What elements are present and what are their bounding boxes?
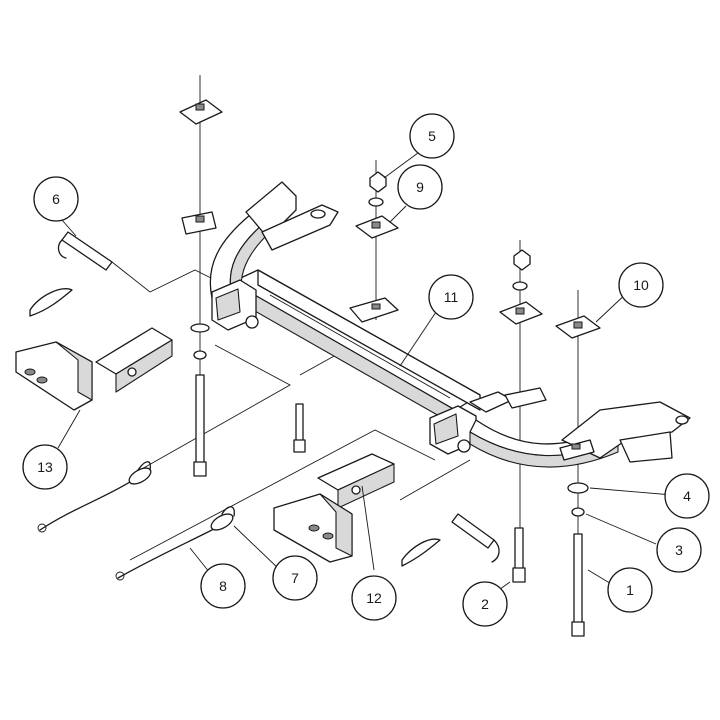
callout-label: 11: [444, 289, 459, 305]
callout-circle: [462, 581, 508, 627]
receiver-adapter-left: [15, 327, 173, 411]
main-frame: [181, 181, 691, 468]
callout-circle: [664, 473, 710, 519]
safety-cable-lower: [115, 506, 235, 581]
callout-9: 9: [397, 164, 443, 210]
callout-circle: [200, 563, 246, 609]
callout-1: 1: [607, 567, 653, 613]
callout-label: 7: [291, 570, 299, 586]
callout-label: 13: [37, 459, 53, 475]
hardware-center-stack: [293, 171, 399, 453]
callout-circle: [607, 567, 653, 613]
callout-label: 8: [219, 578, 227, 594]
callout-circle: [618, 262, 664, 308]
callout-10: 10: [618, 262, 664, 308]
callout-8: 8: [200, 563, 246, 609]
callout-12: 12: [351, 575, 397, 621]
callout-label: 12: [366, 590, 382, 606]
callout-3: 3: [656, 527, 702, 573]
callout-label: 4: [683, 488, 691, 504]
callout-circle: [33, 176, 79, 222]
hardware-far-right-stack: [555, 315, 601, 637]
callout-label: 6: [52, 191, 60, 207]
hardware-right-stack: [499, 249, 543, 583]
hitch-pin-6: [29, 231, 113, 317]
callout-circle: [272, 555, 318, 601]
callout-11: 11: [428, 274, 474, 320]
callout-5: 5: [409, 113, 455, 159]
callout-circle: [428, 274, 474, 320]
callout-circle: [397, 164, 443, 210]
callout-label: 5: [428, 128, 436, 144]
callout-circle: [656, 527, 702, 573]
receiver-adapter-right: [273, 453, 395, 563]
callout-label: 1: [626, 582, 634, 598]
callout-circle: [409, 113, 455, 159]
callout-13: 13: [22, 444, 68, 490]
callout-circle: [351, 575, 397, 621]
callout-label: 9: [416, 179, 424, 195]
safety-cable-upper: [37, 461, 152, 533]
callout-label: 10: [633, 277, 649, 293]
callout-label: 3: [675, 542, 683, 558]
callout-4: 4: [664, 473, 710, 519]
callout-7: 7: [272, 555, 318, 601]
callout-6: 6: [33, 176, 79, 222]
callout-2: 2: [462, 581, 508, 627]
callout-label: 2: [481, 596, 489, 612]
hitch-pin-2: [401, 513, 500, 567]
callout-circle: [22, 444, 68, 490]
hardware-left-stack: [179, 99, 223, 477]
